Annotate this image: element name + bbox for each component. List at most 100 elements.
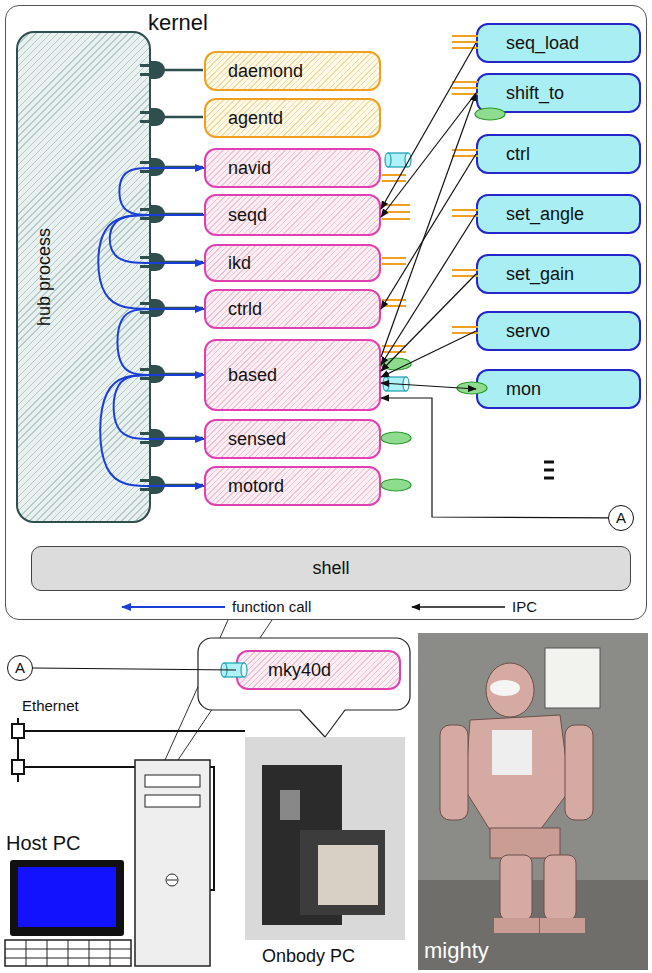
node-label: servo — [506, 321, 550, 342]
host-pc-illustration — [68, 940, 69, 966]
robot-photo — [490, 828, 560, 858]
service-process-box: daemond — [204, 51, 381, 91]
ipc-port — [382, 204, 410, 206]
hub-plug — [140, 441, 151, 444]
kernel-process-box: seqd — [204, 194, 381, 236]
robot-photo — [440, 725, 468, 820]
ipc-port — [382, 211, 410, 213]
ipc-port — [382, 180, 406, 182]
ipc-arrow — [381, 383, 476, 389]
ipc-arrow — [381, 93, 476, 357]
hub-plug — [140, 217, 151, 220]
node-label: set_gain — [506, 264, 574, 285]
hub-plug — [140, 488, 151, 491]
onbody-pc-photo — [318, 845, 378, 905]
shared-memory-symbol — [381, 479, 411, 491]
robot-photo — [545, 648, 600, 708]
host-pc-illustration — [10, 860, 124, 936]
host-pc-illustration — [89, 940, 90, 966]
connector-circle: A — [608, 505, 634, 531]
ipc-port — [452, 210, 478, 216]
ipc-port — [382, 257, 406, 259]
device-file-symbol — [241, 663, 247, 677]
node-label: A — [616, 509, 626, 526]
host-pc-illustration — [26, 940, 27, 966]
ipc-port — [382, 174, 406, 176]
hub-plug — [140, 311, 151, 314]
host-pc-illustration — [18, 867, 116, 927]
function-call-arrow — [119, 168, 204, 215]
hub-plug — [140, 256, 151, 259]
command-box: ctrl — [476, 134, 641, 174]
ipc-arrow — [381, 274, 476, 371]
robot-photo — [500, 855, 532, 920]
host-pc-illustration — [5, 760, 210, 966]
callout-bubble — [198, 638, 410, 737]
node-label: shell — [312, 558, 349, 579]
command-box: servo — [476, 311, 641, 351]
host-pc-illustration — [47, 940, 48, 966]
function-call-arrow — [100, 375, 204, 486]
device-file-symbol — [385, 153, 411, 167]
hub-plug — [140, 265, 151, 268]
shared-memory-symbol — [381, 432, 411, 444]
function-call-arrow — [117, 309, 204, 375]
ipc-arrow — [381, 154, 476, 309]
service-process-box: agentd — [204, 98, 381, 138]
callout-bubble — [198, 638, 410, 710]
function-call-arrow — [110, 215, 204, 263]
node-label: ikd — [228, 253, 251, 274]
hub-plug — [140, 161, 151, 164]
hub-plug — [140, 111, 151, 114]
ipc-port — [382, 175, 406, 181]
hub-plug — [140, 108, 203, 126]
onbody-pc-photo — [245, 737, 405, 940]
more-ellipsis — [544, 461, 554, 464]
hub-plug — [150, 61, 165, 79]
kernel-process-box: sensed — [204, 419, 381, 459]
host-pc-illustration — [167, 880, 177, 881]
node-label: navid — [228, 158, 271, 179]
ipc-port — [452, 35, 478, 37]
legend-sample — [122, 607, 505, 608]
ipc-port — [452, 82, 478, 94]
hub-plug — [140, 64, 151, 67]
legend-sample — [122, 606, 225, 608]
command-box: mon — [476, 369, 641, 409]
node-label: A — [15, 659, 25, 676]
robot-photo — [465, 715, 570, 830]
robot-photo — [492, 730, 532, 775]
host-pc-illustration — [135, 760, 210, 966]
node-label: seqd — [228, 205, 267, 226]
hub-plug — [140, 479, 151, 482]
ipc-port — [382, 305, 406, 307]
more-ellipsis — [544, 462, 554, 478]
ipc-port — [382, 218, 410, 220]
node-label: agentd — [228, 108, 283, 129]
node-label: mon — [506, 379, 541, 400]
callout-bubble — [300, 709, 345, 737]
device-label: Onbody PC — [262, 946, 355, 967]
frame-title: kernel — [148, 10, 208, 35]
ipc-port — [452, 269, 478, 271]
legend-sample — [412, 606, 505, 607]
kernel-process-box: navid — [204, 148, 381, 188]
ipc-arrow — [381, 43, 476, 209]
hub-plug — [150, 108, 165, 126]
hub-plug — [140, 368, 151, 371]
ipc-port — [452, 150, 478, 156]
host-pc-illustration — [5, 940, 131, 966]
node-label: mky40d — [268, 660, 331, 681]
hub-plug — [164, 69, 203, 72]
more-ellipsis — [544, 477, 554, 480]
legend-text: function call — [232, 598, 311, 615]
robot-name-label: mighty — [424, 938, 489, 963]
ipc-arrow — [33, 668, 236, 670]
node-label: ctrl — [506, 144, 530, 165]
ipc-port — [452, 326, 478, 328]
network-label: Ethernet — [22, 697, 79, 714]
ethernet-wire — [24, 730, 245, 732]
ipc-arrow — [381, 398, 608, 518]
